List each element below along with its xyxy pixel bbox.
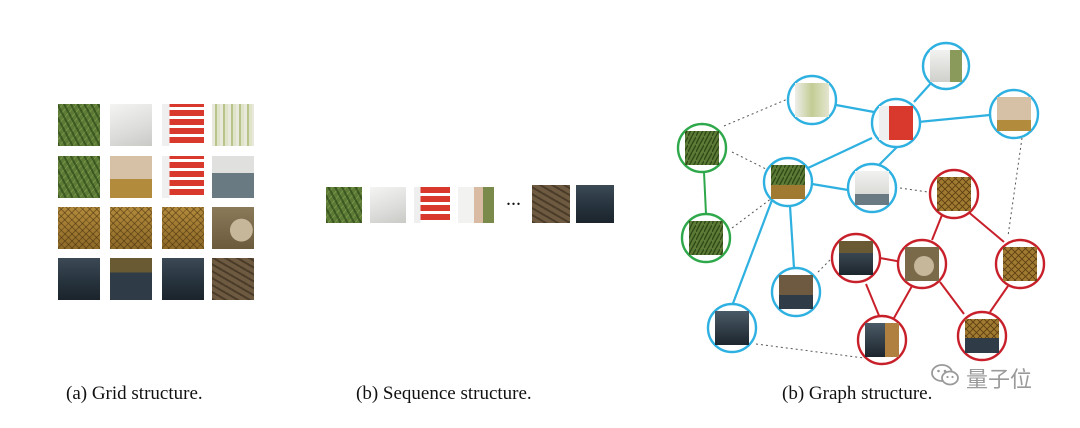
node-center <box>762 156 814 208</box>
dotted-edge <box>755 343 865 359</box>
dotted-edge <box>731 151 769 171</box>
node-shirt <box>786 74 838 126</box>
wechat-icon <box>930 362 960 394</box>
sequence-ellipsis: ... <box>506 188 521 210</box>
red-edge <box>939 281 965 315</box>
sequence-patch <box>576 185 614 223</box>
node-waist <box>846 162 898 214</box>
blue-edge <box>917 113 991 124</box>
node-dark <box>706 302 758 354</box>
grid-patch <box>162 156 204 198</box>
grid-patch <box>110 207 152 249</box>
node-grass-2 <box>680 212 732 264</box>
dotted-edge <box>1007 137 1023 237</box>
sequence-patch <box>458 187 494 223</box>
grid-patch <box>110 104 152 146</box>
red-edge <box>865 283 881 319</box>
blue-edge <box>807 137 873 169</box>
blue-edge <box>730 199 774 307</box>
blue-edge <box>835 103 875 114</box>
sequence-patch <box>370 187 406 223</box>
blue-edges <box>730 81 991 307</box>
red-edge <box>989 285 1009 313</box>
grid-patch <box>162 258 204 300</box>
dotted-edge <box>723 97 791 127</box>
grid-patch <box>212 207 254 249</box>
sequence-caption: (b) Sequence structure. <box>356 383 532 404</box>
grid-patch <box>58 207 100 249</box>
sequence-patch <box>414 187 450 223</box>
node-arm <box>988 88 1040 140</box>
node-fish-dark <box>830 232 882 284</box>
sequence-patch <box>532 185 570 223</box>
graph-caption: (b) Graph structure. <box>782 383 933 404</box>
node-rock <box>770 266 822 318</box>
sequence-patch <box>326 187 362 223</box>
grid-patch <box>162 207 204 249</box>
blue-edge <box>811 182 849 192</box>
dotted-edge <box>731 197 773 229</box>
grid-patch <box>162 104 204 146</box>
node-fish-1 <box>928 168 980 220</box>
red-edge <box>965 209 1005 243</box>
grid-patch <box>110 156 152 198</box>
node-fish-bottom-left <box>856 314 908 366</box>
watermark-text: 量子位 <box>966 368 1033 393</box>
grid-patch <box>212 104 254 146</box>
node-fish-head <box>896 238 948 290</box>
green-edge <box>703 171 707 215</box>
blue-edge <box>913 81 933 103</box>
blue-edge <box>788 205 796 269</box>
node-red-shirt <box>870 97 922 149</box>
node-fish-2 <box>994 238 1046 290</box>
node-top <box>921 41 971 91</box>
grid-patch <box>212 156 254 198</box>
grid-patch <box>110 258 152 300</box>
grid-caption: (a) Grid structure. <box>66 383 203 404</box>
node-fish-bottom-right <box>956 310 1008 362</box>
node-grass-1 <box>676 122 728 174</box>
red-edge <box>893 285 913 319</box>
grid-patch <box>58 104 100 146</box>
watermark: 量子位 <box>930 362 1032 394</box>
grid-patch <box>58 258 100 300</box>
grid-patch <box>58 156 100 198</box>
dotted-edge <box>899 187 929 193</box>
grid-patch <box>212 258 254 300</box>
